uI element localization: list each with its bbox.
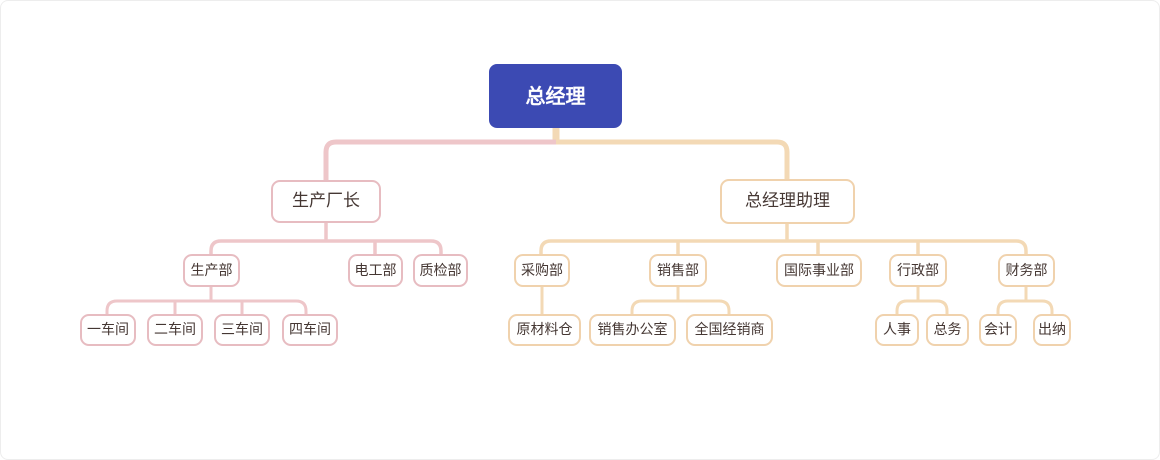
- node-workshop-1[interactable]: 一车间: [80, 314, 136, 346]
- node-production-dept[interactable]: 生产部: [183, 254, 240, 287]
- node-sales-office[interactable]: 销售办公室: [589, 314, 676, 346]
- connector-admin-dept-bus: [895, 299, 949, 314]
- connector-finance-dept-bus: [996, 299, 1054, 314]
- node-gm-assistant[interactable]: 总经理助理: [720, 179, 855, 224]
- node-raw-material-warehouse[interactable]: 原材料仓: [508, 314, 581, 346]
- node-electrician-dept[interactable]: 电工部: [348, 254, 403, 287]
- node-production-director[interactable]: 生产厂长: [271, 180, 381, 223]
- node-hr[interactable]: 人事: [875, 314, 919, 346]
- connector-production-dept-bus: [105, 299, 308, 314]
- node-sales-dept[interactable]: 销售部: [649, 254, 707, 287]
- node-national-distributors[interactable]: 全国经销商: [686, 314, 773, 346]
- node-purchasing-dept[interactable]: 采购部: [514, 254, 570, 287]
- node-international-dept[interactable]: 国际事业部: [776, 254, 862, 287]
- node-accounting[interactable]: 会计: [979, 314, 1017, 346]
- node-general-manager[interactable]: 总经理: [489, 64, 622, 128]
- node-workshop-2[interactable]: 二车间: [147, 314, 203, 346]
- node-admin-dept[interactable]: 行政部: [889, 254, 947, 287]
- connector-root-to-gm-assistant: [556, 139, 790, 179]
- connector-gm-assistant-bus: [539, 239, 1028, 254]
- node-workshop-4[interactable]: 四车间: [282, 314, 338, 346]
- connector-sales-dept-bus: [630, 299, 731, 314]
- connector-root-to-production-director: [323, 139, 556, 180]
- connector-production-director-bus: [209, 239, 443, 254]
- node-workshop-3[interactable]: 三车间: [214, 314, 270, 346]
- node-finance-dept[interactable]: 财务部: [998, 254, 1055, 287]
- node-cashier[interactable]: 出纳: [1033, 314, 1071, 346]
- node-quality-dept[interactable]: 质检部: [413, 254, 468, 287]
- node-general-affairs[interactable]: 总务: [926, 314, 969, 346]
